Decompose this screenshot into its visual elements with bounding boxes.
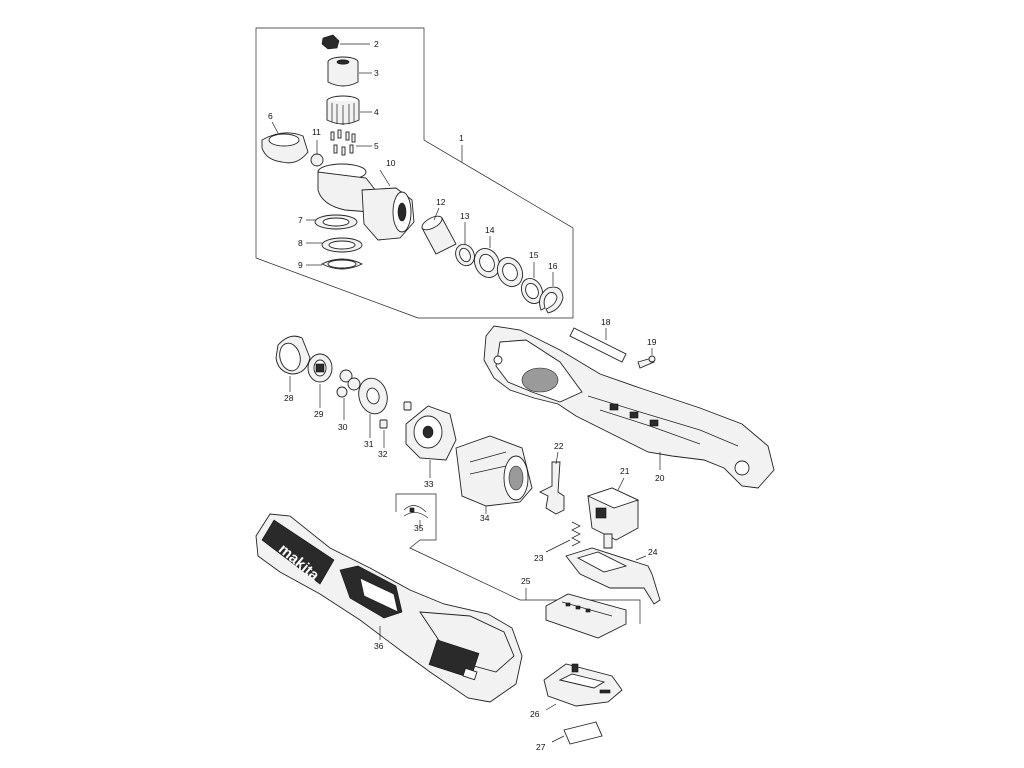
part-number-4: 4 bbox=[374, 107, 379, 117]
part-24-switch-holder[interactable] bbox=[565, 547, 661, 605]
part-number-8: 8 bbox=[298, 238, 303, 248]
part-number-18: 18 bbox=[601, 317, 611, 327]
part-number-10: 10 bbox=[386, 158, 396, 168]
part-19-screw[interactable] bbox=[637, 348, 656, 369]
part-27-label[interactable] bbox=[551, 721, 603, 745]
part-number-32: 32 bbox=[378, 449, 388, 459]
part-number-21: 21 bbox=[620, 466, 630, 476]
part-34-motor[interactable] bbox=[455, 435, 533, 514]
part-18-label[interactable] bbox=[569, 327, 627, 363]
part-number-36: 36 bbox=[374, 641, 384, 651]
part-4-needle-cage[interactable] bbox=[326, 95, 372, 125]
part-21-switch[interactable] bbox=[586, 477, 640, 549]
part-number-2: 2 bbox=[374, 39, 379, 49]
part-number-15: 15 bbox=[529, 250, 539, 260]
part-number-31: 31 bbox=[364, 439, 374, 449]
part-number-24: 24 bbox=[648, 547, 658, 557]
part-number-35: 35 bbox=[414, 523, 424, 533]
part-7-retaining-plate[interactable] bbox=[306, 214, 358, 230]
part-number-20: 20 bbox=[655, 473, 665, 483]
part-20-motor-housing[interactable] bbox=[483, 325, 775, 489]
part-16-snap-ring[interactable] bbox=[539, 272, 564, 314]
part-35-lead-wire[interactable] bbox=[403, 505, 429, 528]
part-number-19: 19 bbox=[647, 337, 657, 347]
part-2-cap[interactable] bbox=[321, 34, 370, 50]
part-29-gear-cover[interactable] bbox=[307, 353, 333, 408]
part-14-needle-bearing[interactable] bbox=[470, 236, 527, 291]
part-32-screw[interactable] bbox=[379, 401, 412, 448]
part-28-ring[interactable] bbox=[275, 335, 311, 392]
part-number-11: 11 bbox=[312, 127, 321, 137]
part-26-terminal[interactable] bbox=[543, 663, 623, 711]
part-number-16: 16 bbox=[548, 261, 558, 271]
part-number-9: 9 bbox=[298, 260, 303, 270]
part-15-washer[interactable] bbox=[517, 262, 546, 307]
part-number-22: 22 bbox=[554, 441, 564, 451]
part-number-13: 13 bbox=[460, 211, 470, 221]
part-number-6: 6 bbox=[268, 111, 273, 121]
part-30-planetary-gears[interactable] bbox=[336, 369, 361, 420]
part-12-spindle[interactable] bbox=[420, 207, 457, 255]
part-9-snap-ring[interactable] bbox=[306, 258, 364, 270]
part-number-1: 1 bbox=[459, 133, 464, 143]
part-22-switch-lever[interactable] bbox=[538, 451, 565, 515]
part-3-ratchet-core[interactable] bbox=[327, 56, 372, 87]
part-number-29: 29 bbox=[314, 409, 324, 419]
part-number-33: 33 bbox=[424, 479, 434, 489]
part-number-3: 3 bbox=[374, 68, 379, 78]
part-number-30: 30 bbox=[338, 422, 348, 432]
head-assembly-group bbox=[255, 27, 574, 319]
part-8-washer[interactable] bbox=[306, 237, 363, 253]
part-number-27: 27 bbox=[536, 742, 546, 752]
part-number-5: 5 bbox=[374, 141, 379, 151]
part-36-tool-body[interactable]: makita bbox=[255, 513, 523, 703]
part-number-28: 28 bbox=[284, 393, 294, 403]
part-number-labels: 1 2 3 4 5 6 7 8 9 10 11 12 13 14 15 16 1… bbox=[268, 39, 665, 752]
part-number-34: 34 bbox=[480, 513, 490, 523]
part-23-spring[interactable] bbox=[545, 521, 581, 553]
part-number-7: 7 bbox=[298, 215, 303, 225]
part-13-spacer[interactable] bbox=[452, 222, 478, 269]
part-number-12: 12 bbox=[436, 197, 446, 207]
part-6-anvil-ring[interactable] bbox=[261, 121, 309, 164]
part-31-washer[interactable] bbox=[355, 375, 391, 438]
part-25-controller[interactable] bbox=[545, 593, 627, 639]
part-number-26: 26 bbox=[530, 709, 540, 719]
part-10-gear-housing[interactable] bbox=[317, 163, 415, 241]
part-number-14: 14 bbox=[485, 225, 495, 235]
part-33-gear-housing[interactable] bbox=[405, 405, 457, 478]
part-11-ball[interactable] bbox=[310, 140, 324, 167]
part-number-25: 25 bbox=[521, 576, 531, 586]
part-number-23: 23 bbox=[534, 553, 544, 563]
part-5-pins[interactable] bbox=[330, 129, 372, 156]
